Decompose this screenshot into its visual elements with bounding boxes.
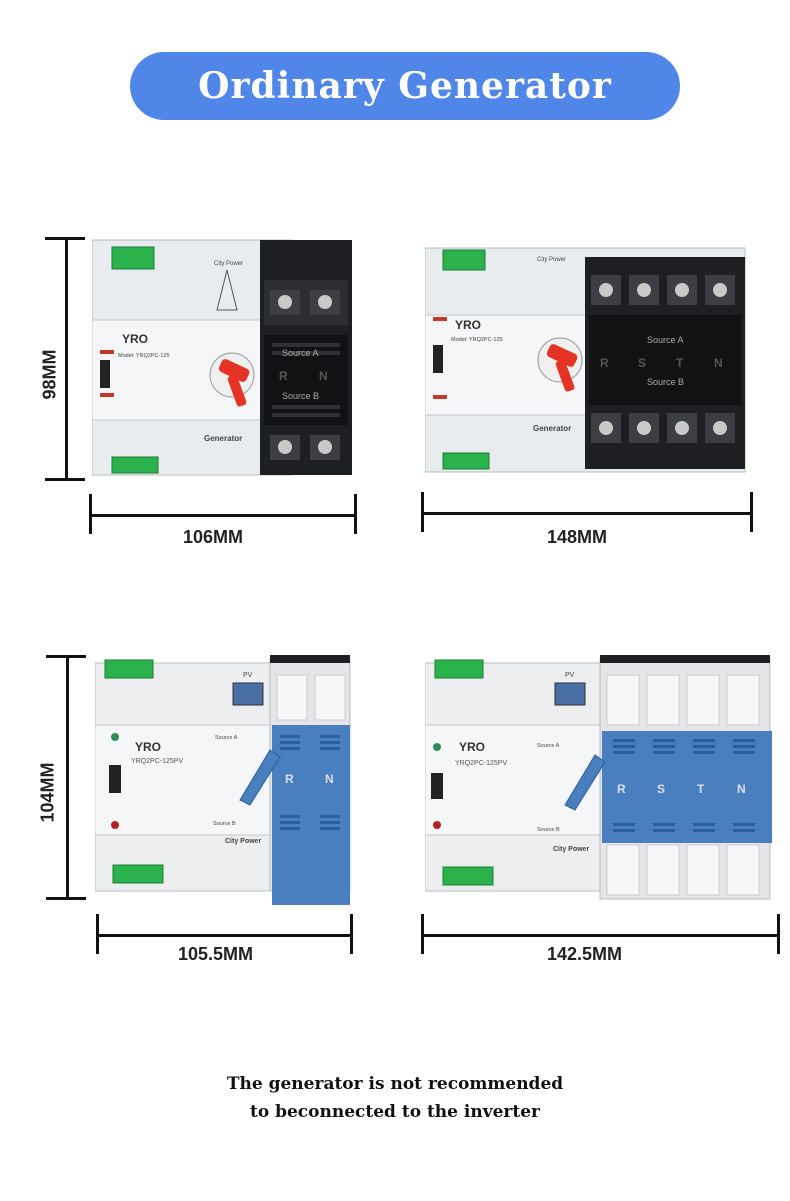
panel-top-label: City Power bbox=[537, 257, 566, 263]
width-rule-3-cap-left bbox=[96, 914, 99, 954]
pole-label-1: R bbox=[617, 782, 626, 796]
height-rule-2-cap-top bbox=[46, 655, 86, 658]
height-rule-cap-bottom bbox=[45, 478, 85, 481]
width-label-4: 142.5MM bbox=[547, 944, 623, 964]
pole-label-2: S bbox=[657, 782, 665, 796]
pole-label-2: S bbox=[638, 356, 646, 370]
panel-bottom-label: Generator bbox=[533, 424, 571, 433]
width-rule-1-cap-left bbox=[89, 494, 92, 534]
product-2p-pv: YRO YRQ2PC-125PV PV City Power Source A … bbox=[95, 655, 357, 905]
pole-label-1: R bbox=[285, 772, 294, 786]
height-rule-cap-top bbox=[45, 237, 85, 240]
switch-2p-ac-illustration: YRO Model: YRQ2PC-125 City Power Generat… bbox=[92, 239, 352, 476]
height-rule-2-cap-bottom bbox=[46, 897, 86, 900]
pole-label-3: T bbox=[697, 782, 705, 796]
source-a-label: Source A bbox=[282, 348, 319, 358]
switch-4p-ac-illustration: YRO Model: YRQ2PC-125 City Power Generat… bbox=[425, 247, 746, 473]
product-4p-pv: YRO YRQ2PC-125PV PV City Power Source A … bbox=[425, 655, 775, 907]
source-b-label: Source B bbox=[537, 827, 560, 833]
title-banner: Ordinary Generator bbox=[130, 52, 680, 120]
banner-title: Ordinary Generator bbox=[198, 65, 612, 107]
width-rule-4-cap-left bbox=[421, 914, 424, 954]
width-label-1: 106MM bbox=[183, 527, 244, 547]
height-label: 98MM bbox=[39, 349, 60, 400]
source-b-label: Source B bbox=[282, 391, 319, 401]
width-rule-1 bbox=[90, 514, 356, 517]
width-rule-2-cap-right bbox=[750, 492, 753, 532]
width-rule-1-cap-right bbox=[354, 494, 357, 534]
model-label: YRQ2PC-125PV bbox=[455, 760, 507, 767]
width-label-3: 105.5MM bbox=[178, 944, 254, 964]
width-rule-4 bbox=[422, 934, 779, 937]
panel-top-label: PV bbox=[243, 672, 253, 679]
pole-label-4: N bbox=[737, 782, 746, 796]
panel-bottom-label: City Power bbox=[225, 838, 261, 845]
pole-label-2: N bbox=[325, 772, 334, 786]
width-rule-3-cap-right bbox=[350, 914, 353, 954]
height-rule-2-vertical bbox=[66, 656, 69, 900]
panel-top-label: City Power bbox=[214, 261, 243, 267]
panel-bottom-label: City Power bbox=[553, 846, 589, 853]
pole-label-2: N bbox=[319, 369, 328, 383]
product-4p-ac: YRO Model: YRQ2PC-125 City Power Generat… bbox=[425, 245, 747, 475]
width-rule-2-cap-left bbox=[421, 492, 424, 532]
brand-logo: YRO bbox=[455, 318, 481, 332]
product-2p-ac: YRO Model: YRQ2PC-125 City Power Generat… bbox=[92, 235, 354, 480]
pole-label-1: R bbox=[600, 356, 609, 370]
model-label: Model: YRQ2PC-125 bbox=[451, 337, 503, 343]
pole-label-4: N bbox=[714, 356, 723, 370]
model-label: YRQ2PC-125PV bbox=[131, 758, 183, 765]
footer-line-2: to beconnected to the inverter bbox=[249, 1102, 540, 1122]
width-rule-3 bbox=[97, 934, 353, 937]
footer-note: The generator is not recommended to beco… bbox=[0, 1070, 790, 1126]
pole-label-1: R bbox=[279, 369, 288, 383]
model-label: Model: YRQ2PC-125 bbox=[118, 353, 170, 359]
source-b-label: Source B bbox=[213, 821, 236, 827]
height-rule-vertical bbox=[65, 238, 68, 480]
brand-logo: YRO bbox=[135, 740, 161, 754]
width-rule-2 bbox=[422, 512, 752, 515]
brand-logo: YRO bbox=[459, 740, 485, 754]
switch-4p-pv-illustration: YRO YRQ2PC-125PV PV City Power Source A … bbox=[425, 655, 772, 900]
width-rule-4-cap-right bbox=[777, 914, 780, 954]
panel-top-label: PV bbox=[565, 672, 575, 679]
switch-2p-pv-illustration: YRO YRQ2PC-125PV PV City Power Source A … bbox=[95, 655, 351, 905]
width-label-2: 148MM bbox=[547, 527, 608, 547]
panel-bottom-label: Generator bbox=[204, 434, 242, 443]
brand-logo: YRO bbox=[122, 332, 148, 346]
source-a-label: Source A bbox=[215, 735, 238, 741]
source-a-label: Source A bbox=[537, 743, 560, 749]
height-label-2: 104MM bbox=[37, 762, 58, 823]
pole-label-3: T bbox=[676, 356, 684, 370]
footer-line-1: The generator is not recommended bbox=[226, 1074, 564, 1094]
source-b-label: Source B bbox=[647, 377, 684, 387]
source-a-label: Source A bbox=[647, 335, 684, 345]
